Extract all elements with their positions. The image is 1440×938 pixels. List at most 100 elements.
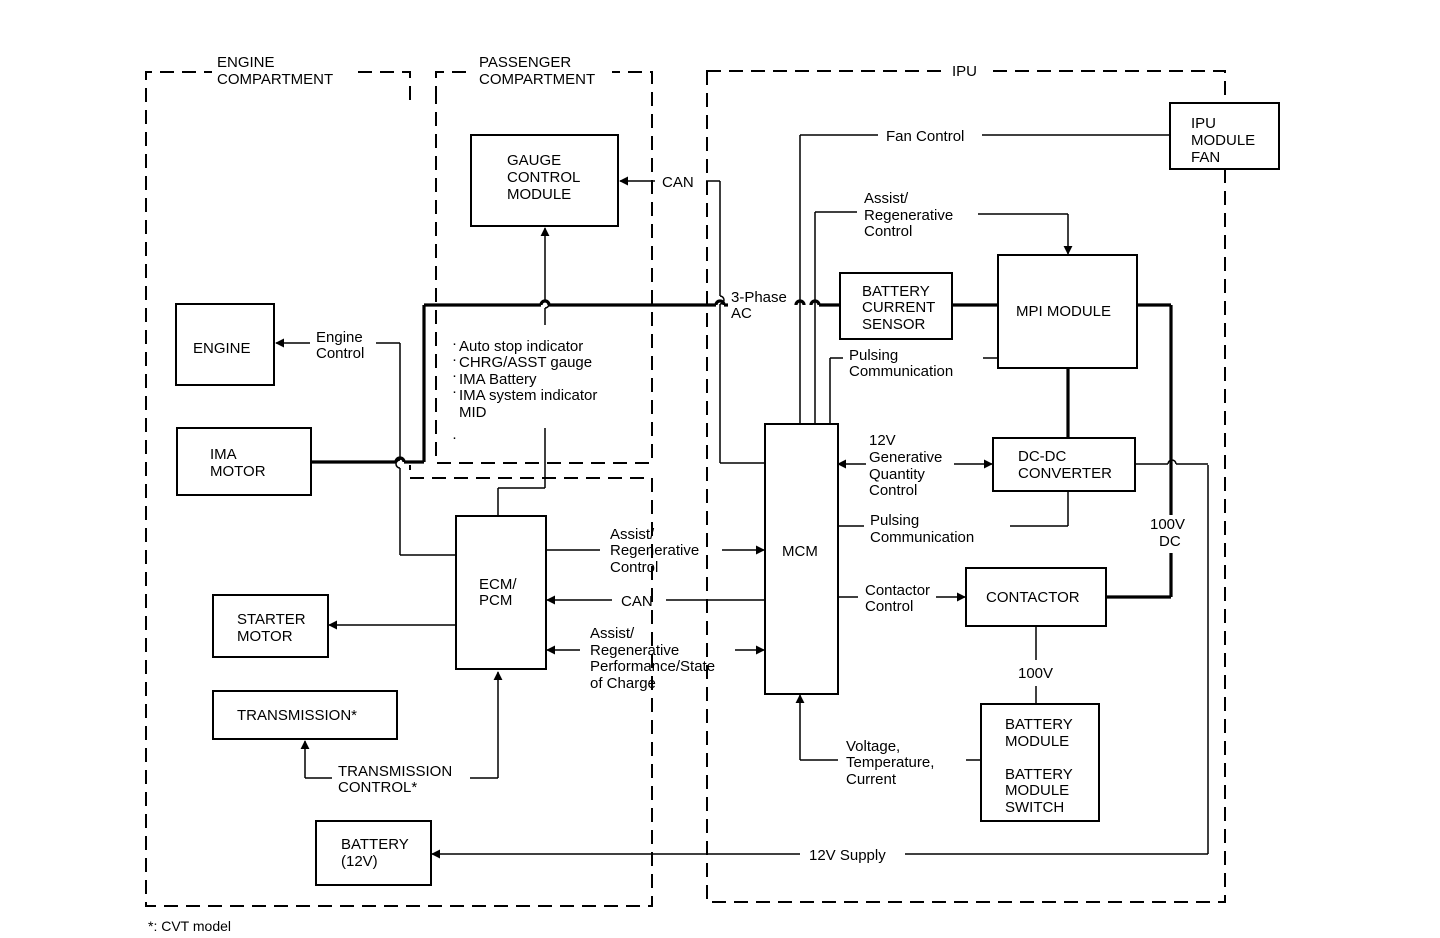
passenger-compartment-title-2: COMPARTMENT [479,71,595,88]
vtc-label-2: Temperature, [846,754,934,771]
ipu-fan-label-2: MODULE [1191,132,1255,149]
gen-quantity-3: Quantity [869,466,925,483]
supply-12v-label: 12V Supply [809,847,886,864]
battery-12v-label-2: (12V) [341,853,378,870]
battery-module-label-4: MODULE [1005,782,1069,799]
battery-module-label-2: MODULE [1005,733,1069,750]
starter-label-1: STARTER [237,611,306,628]
can-top-label: CAN [662,174,694,191]
assist-regen-top-1: Assist/ [864,190,909,207]
battery-module-label-1: BATTERY [1005,716,1073,733]
three-phase-label-1: 3-Phase [731,289,787,306]
starter-label-2: MOTOR [237,628,293,645]
ima-motor-label-2: MOTOR [210,463,266,480]
svg-text:·: · [452,429,457,446]
ipu-fan-label-3: FAN [1191,149,1220,166]
ecm-pcm-block: ECM/ PCM [455,515,547,670]
dcdc-label-2: CONVERTER [1018,465,1112,482]
starter-motor-block: STARTER MOTOR [212,594,329,658]
battery-current-sensor: BATTERY CURRENT SENSOR [839,272,953,340]
gauge-label-1: GAUGE [507,152,561,169]
contactor-control-2: Control [865,598,913,615]
engine-compartment-region [145,71,653,907]
ima-motor-label-1: IMA [210,446,237,463]
assist-regen-top-3: Control [864,223,912,240]
dcdc-label-1: DC-DC [1018,448,1066,465]
engine-label: ENGINE [193,340,251,357]
gen-quantity-4: Control [869,482,917,499]
assist-regen-mid-1: Assist/ [610,526,655,543]
vtc-label-1: Voltage, [846,738,900,755]
battery-module-label-5: SWITCH [1005,799,1064,816]
engine-block: ENGINE [175,303,275,386]
hundred-v-dc-1: 100V [1150,516,1185,533]
ima-motor-block: IMA MOTOR [176,427,312,496]
bcs-label-3: SENSOR [862,316,926,333]
gauge-label-2: CONTROL [507,169,580,186]
engine-control-label-2: Control [316,345,364,362]
svg-text:·: · [452,367,457,384]
mcm-block: MCM [764,423,839,695]
engine-control-label-1: Engine [316,329,363,346]
battery-12v-block: BATTERY (12V) [315,820,432,886]
ipu-fan-label-1: IPU [1191,115,1216,132]
engine-compartment-title-2: COMPARTMENT [217,71,333,88]
hundred-v-label: 100V [1018,665,1053,682]
gauge-item-3: IMA Battery [459,371,537,388]
assist-regen-perf-4: of Charge [590,675,656,692]
gauge-item-5: MID [459,404,487,421]
ipu-module-fan: IPU MODULE FAN [1169,102,1280,170]
mpi-module: MPI MODULE [997,254,1138,369]
gauge-items-list: · · · · · Auto stop indicator CHRG/ASST … [452,335,597,446]
gauge-control-module: GAUGE CONTROL MODULE [470,134,619,227]
gauge-item-1: Auto stop indicator [459,338,583,355]
pulsing-upper-1: Pulsing [849,347,898,364]
contactor-control-1: Contactor [865,582,930,599]
ecm-label-1: ECM/ [479,576,517,593]
vtc-label-3: Current [846,771,897,788]
bcs-label-1: BATTERY [862,283,930,300]
ecm-label-2: PCM [479,592,512,609]
transmission-block: TRANSMISSION* [212,690,398,740]
ipu-region-title: IPU [952,63,977,80]
pulsing-lower-2: Communication [870,529,974,546]
trans-control-2: CONTROL* [338,779,417,796]
transmission-label: TRANSMISSION* [237,707,357,724]
pulsing-upper-2: Communication [849,363,953,380]
gen-quantity-2: Generative [869,449,942,466]
battery-12v-label-1: BATTERY [341,836,409,853]
dcdc-converter: DC-DC CONVERTER [992,437,1136,492]
pulsing-lower-1: Pulsing [870,512,919,529]
gauge-item-4: IMA system indicator [459,387,597,404]
bcs-label-2: CURRENT [862,299,935,316]
mpi-label: MPI MODULE [1016,303,1111,320]
hundred-v-dc-2: DC [1159,533,1181,550]
passenger-compartment-region [435,71,653,464]
assist-regen-top-2: Regenerative [864,207,953,224]
assist-regen-perf-3: Performance/State [590,658,715,675]
gauge-label-3: MODULE [507,186,571,203]
svg-text:·: · [452,335,457,352]
gen-quantity-1: 12V [869,432,896,449]
ipu-region [706,70,1226,903]
assist-regen-perf-2: Regenerative [590,642,679,659]
svg-text:·: · [452,351,457,368]
contactor-block: CONTACTOR [965,567,1107,627]
footnote: *: CVT model [148,918,231,934]
power-lines [312,299,1173,599]
battery-module-block: BATTERY MODULE BATTERY MODULE SWITCH [980,703,1100,822]
assist-regen-perf-1: Assist/ [590,625,635,642]
svg-text:·: · [452,383,457,400]
contactor-label: CONTACTOR [986,589,1080,606]
battery-module-label-3: BATTERY [1005,766,1073,783]
can-mid-label: CAN [621,593,653,610]
engine-compartment-title-1: ENGINE [217,54,275,71]
passenger-compartment-title-1: PASSENGER [479,54,571,71]
gauge-item-2: CHRG/ASST gauge [459,354,592,371]
trans-control-1: TRANSMISSION [338,763,452,780]
assist-regen-mid-2: Regenerative [610,542,699,559]
mcm-label: MCM [782,543,818,560]
assist-regen-mid-3: Control [610,559,658,576]
signal-lines [275,134,1209,859]
